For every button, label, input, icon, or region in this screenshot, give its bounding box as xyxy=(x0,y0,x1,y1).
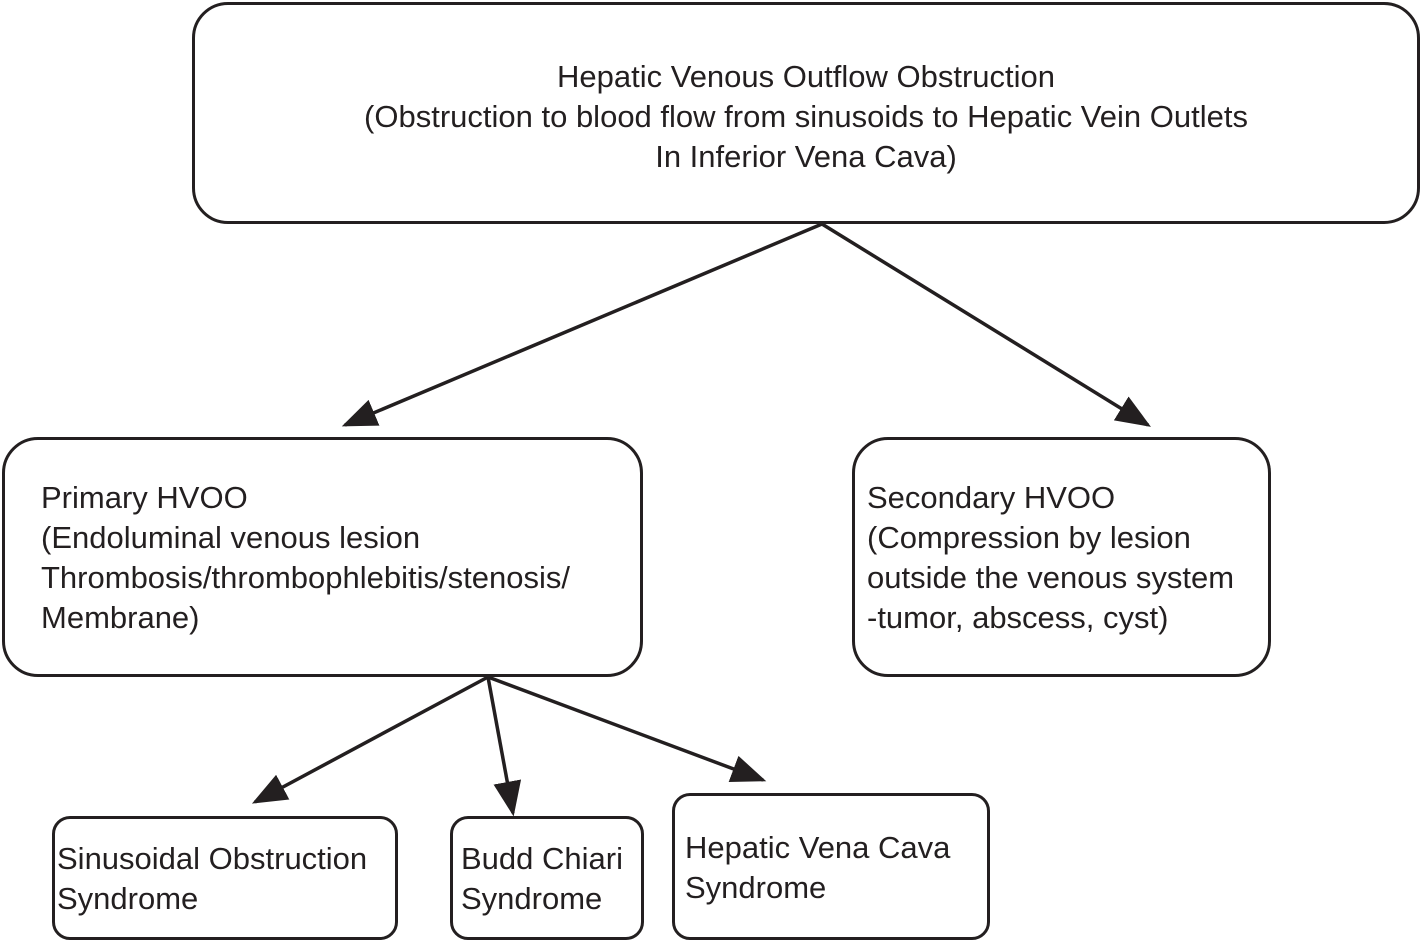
arrow-primary-to-hepatic-vena-cava xyxy=(487,675,767,783)
sinusoidal-label-line-1: Sinusoidal Obstruction xyxy=(57,841,368,876)
arrow-root-to-secondary xyxy=(821,222,1151,427)
budd-chiari-label-line-1: Budd Chiari xyxy=(461,841,623,876)
root-definition-line-2: In Inferior Vena Cava) xyxy=(655,139,957,174)
root-title: Hepatic Venous Outflow Obstruction xyxy=(557,59,1055,94)
arrow-primary-to-sinusoidal xyxy=(251,675,489,804)
hepatic-vena-cava-label-line-1: Hepatic Vena Cava xyxy=(685,830,951,865)
secondary-hvoo-node: Secondary HVOO (Compression by lesion ou… xyxy=(852,437,1271,677)
arrow-root-to-primary xyxy=(341,222,823,427)
primary-description-line-1: (Endoluminal venous lesion xyxy=(41,520,421,555)
hepatic-vena-cava-label-line-2: Syndrome xyxy=(685,870,827,905)
sinusoidal-label-line-2: Syndrome xyxy=(57,881,199,916)
primary-title: Primary HVOO xyxy=(41,480,248,515)
secondary-description-line-1: (Compression by lesion xyxy=(867,520,1191,555)
primary-description-line-2: Thrombosis/thrombophlebitis/stenosis/ xyxy=(41,560,570,595)
root-definition-line-1: (Obstruction to blood flow from sinusoid… xyxy=(364,99,1248,134)
sinusoidal-obstruction-syndrome-node: Sinusoidal Obstruction Syndrome xyxy=(52,816,398,940)
secondary-description-line-2: outside the venous system xyxy=(867,560,1235,595)
budd-chiari-label-line-2: Syndrome xyxy=(461,881,603,916)
hepatic-vena-cava-syndrome-node: Hepatic Vena Cava Syndrome xyxy=(672,793,990,940)
budd-chiari-syndrome-node: Budd Chiari Syndrome xyxy=(450,816,644,940)
primary-description-line-3: Membrane) xyxy=(41,600,200,635)
arrow-primary-to-budd-chiari xyxy=(486,676,522,817)
root-node-hvoo: Hepatic Venous Outflow Obstruction (Obst… xyxy=(192,2,1420,224)
primary-hvoo-node: Primary HVOO (Endoluminal venous lesion … xyxy=(2,437,643,677)
secondary-description-line-3: -tumor, abscess, cyst) xyxy=(867,600,1169,635)
secondary-title: Secondary HVOO xyxy=(867,480,1116,515)
